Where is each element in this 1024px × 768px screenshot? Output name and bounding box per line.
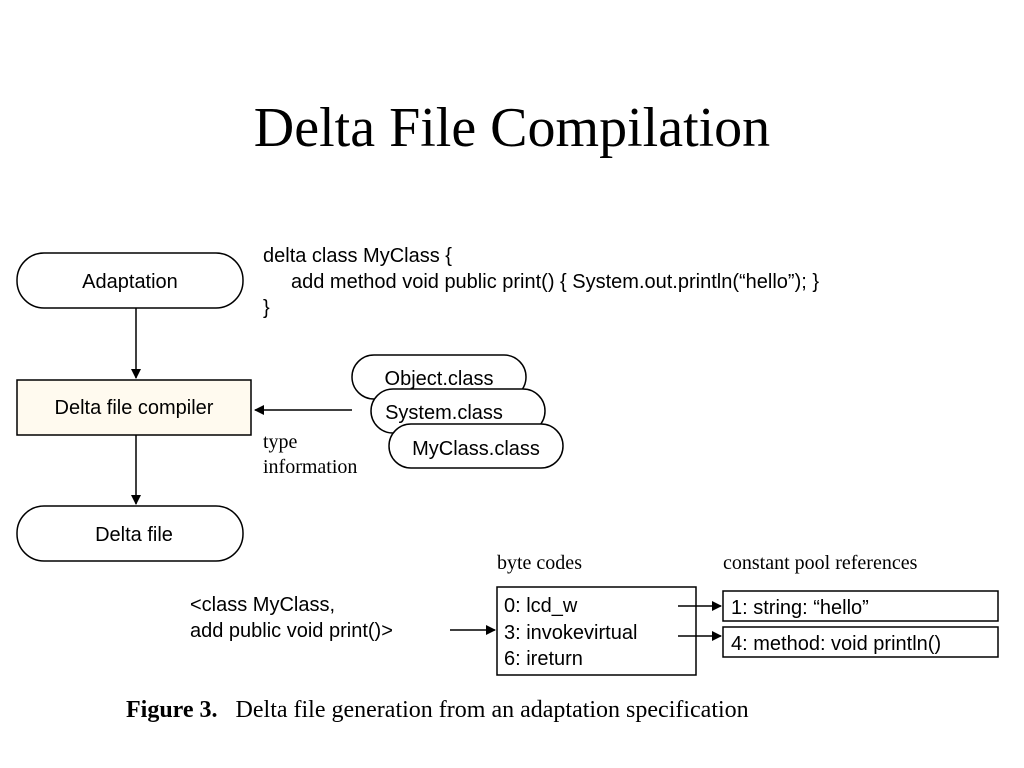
compiler-label: Delta file compiler [55, 397, 214, 419]
class-file-label: MyClass.class [412, 438, 540, 460]
constant-pool-row: 1: string: “hello” [731, 597, 869, 619]
delta-file-compiler-node: Delta file compiler [16, 379, 252, 436]
adaptation-label: Adaptation [82, 271, 178, 293]
delta-file-line: <class MyClass, [190, 594, 336, 616]
adaptation-node: Adaptation [16, 252, 244, 309]
type-information-line1: type [263, 431, 298, 453]
constant-pool-header: constant pool references [723, 552, 918, 574]
bytecode-row: 6: ireturn [504, 648, 583, 670]
bytecode-row: 0: lcd_w [504, 595, 578, 617]
bytecodes-box: 0: lcd_w 3: invokevirtual 6: ireturn [496, 586, 697, 676]
delta-file-label: Delta file [95, 524, 173, 546]
figure-caption-text: Delta file generation from an adaptation… [235, 697, 749, 723]
constant-pool-entry-string: 1: string: “hello” [722, 590, 999, 622]
constant-pool-row: 4: method: void println() [731, 633, 941, 655]
class-file-label: Object.class [385, 368, 494, 390]
code-line: } [263, 297, 270, 319]
class-file-system: System.class [370, 388, 546, 434]
class-file-label: System.class [385, 402, 503, 424]
slide-title: Delta File Compilation [253, 97, 771, 159]
class-file-object: Object.class [351, 354, 527, 400]
code-line: delta class MyClass { [263, 245, 452, 267]
bytecodes-header: byte codes [497, 552, 582, 574]
delta-file-node: Delta file [16, 505, 244, 562]
delta-file-content: <class MyClass, add public void print()> [190, 592, 393, 644]
bytecode-row: 3: invokevirtual [504, 622, 637, 644]
delta-class-code: delta class MyClass { add method void pub… [263, 243, 819, 321]
code-line: add method void public print() { System.… [291, 271, 820, 293]
class-file-myclass: MyClass.class [388, 423, 564, 469]
figure-label: Figure 3. [126, 697, 218, 723]
delta-file-line: add public void print()> [190, 620, 393, 642]
type-information-line2: information [263, 456, 357, 478]
figure-caption: Figure 3. Delta file generation from an a… [126, 697, 749, 724]
constant-pool-entry-method: 4: method: void println() [722, 626, 999, 658]
